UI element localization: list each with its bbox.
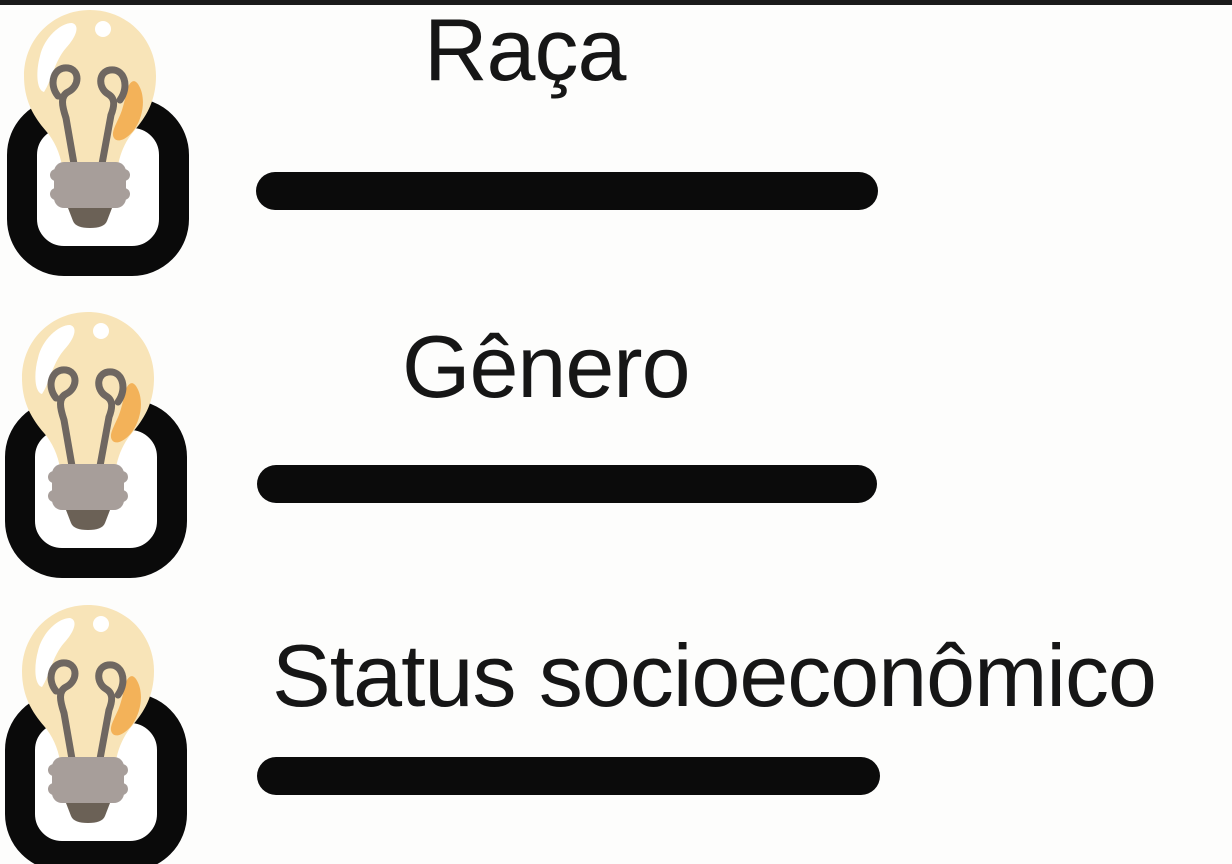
lightbulb-checkbox-icon: [5, 605, 187, 864]
bulb-base: [52, 757, 124, 803]
bulb-base-ridge: [50, 169, 130, 181]
bulb-highlight-dot: [93, 323, 109, 339]
filament: [49, 64, 129, 168]
top-edge-bar: [0, 0, 1232, 5]
bulb-base: [52, 464, 124, 510]
bulb-base-ridge: [48, 764, 128, 776]
bulb-base: [54, 162, 126, 208]
lightbulb-checkbox-icon: [7, 10, 189, 276]
item-underline: [257, 465, 877, 503]
bulb-highlight-dot: [93, 616, 109, 632]
bulb-base-ridge: [48, 471, 128, 483]
bulb-base-tip: [66, 510, 110, 530]
filament: [47, 659, 127, 763]
item-underline: [256, 172, 878, 210]
bulb-base-ridge: [50, 188, 130, 200]
bulb-accent: [110, 676, 141, 736]
bulb-highlight: [37, 23, 77, 92]
bulb-base-tip: [68, 208, 112, 228]
item-underline: [257, 757, 880, 795]
item-label: Raça: [424, 0, 626, 99]
bulb-base-ridge: [48, 490, 128, 502]
lightbulb-checkbox-icon: [5, 312, 187, 578]
bulb-highlight: [35, 325, 75, 394]
bulb-highlight-dot: [95, 21, 111, 37]
filament: [47, 366, 127, 470]
bulb-highlight: [35, 618, 75, 687]
item-label: Gênero: [402, 317, 691, 416]
bulb-accent: [110, 383, 141, 443]
bulb-base-ridge: [48, 783, 128, 795]
bulb-accent: [112, 81, 143, 141]
item-label: Status socioeconômico: [272, 626, 1157, 725]
bulb-base-tip: [66, 803, 110, 823]
